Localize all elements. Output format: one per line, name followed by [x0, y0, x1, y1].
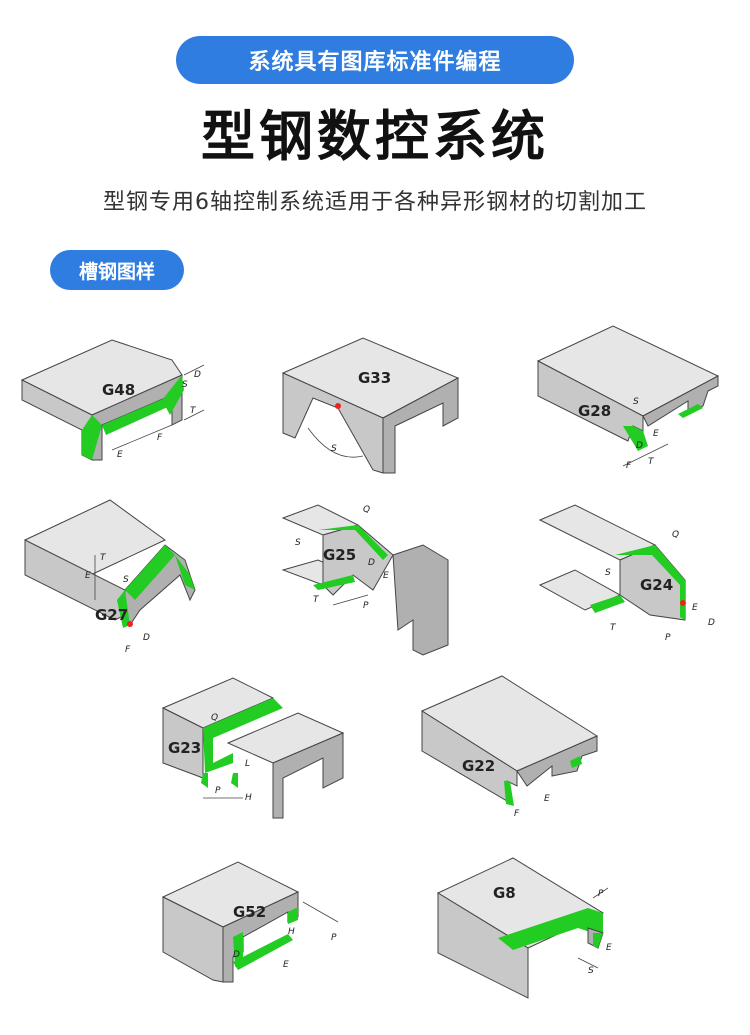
dim-label: S — [605, 568, 611, 578]
dim-label: E — [383, 571, 389, 581]
dim-label: E — [283, 960, 289, 970]
dim-label: P — [598, 889, 604, 899]
figure-g23: G23 Q L P H — [161, 677, 348, 823]
dim-label: P — [363, 601, 369, 611]
page-title: 型钢数控系统 — [201, 105, 549, 168]
dim-label: T — [313, 595, 320, 605]
dim-label: T — [100, 553, 107, 563]
dim-label: Q — [672, 530, 679, 540]
dim-label: Q — [363, 505, 370, 515]
figure-label: G8 — [493, 884, 516, 902]
figure-label: G23 — [168, 739, 201, 757]
dim-label: S — [633, 397, 639, 407]
figure-label: G28 — [578, 402, 611, 420]
dim-label: E — [85, 571, 91, 581]
dim-label: T — [610, 623, 617, 633]
figure-g52: G52 H P D E — [161, 861, 353, 992]
dim-label: S — [588, 966, 594, 976]
dim-label: T — [648, 457, 655, 467]
figure-g28: G28 S D E F T — [536, 325, 728, 481]
figure-label: G25 — [323, 546, 356, 564]
feature-banner: 系统具有图库标准件编程 — [176, 36, 574, 84]
dim-label: E — [653, 429, 659, 439]
dim-label: E — [544, 794, 550, 804]
dim-label: S — [295, 538, 301, 548]
dim-label: D — [636, 441, 643, 451]
figure-label: G48 — [102, 381, 135, 399]
page-subtitle: 型钢专用6轴控制系统适用于各种异形钢材的切割加工 — [103, 190, 647, 215]
figure-label: G52 — [233, 903, 266, 921]
figure-g25: G25 Q S D E T P — [281, 500, 458, 660]
figure-g48: G48 D S T F E — [20, 335, 217, 465]
dim-label: S — [123, 575, 129, 585]
figure-label: G27 — [95, 606, 128, 624]
dim-label: F — [514, 809, 520, 819]
dim-label: T — [190, 406, 197, 416]
dim-label: D — [368, 558, 375, 568]
figure-g22: G22 E F — [420, 675, 602, 826]
figure-g8: G8 P E S — [436, 857, 618, 1003]
dim-label: Q — [211, 713, 218, 723]
dim-label: S — [331, 444, 337, 454]
dim-label: H — [245, 793, 252, 803]
dim-label: D — [708, 618, 715, 628]
dim-label: L — [245, 759, 250, 769]
dim-label: F — [125, 645, 131, 655]
figure-g24: G24 Q S E D T P — [538, 504, 725, 655]
figure-g33: G33 S — [281, 337, 463, 478]
dim-label: E — [117, 450, 123, 460]
dim-label: F — [626, 461, 632, 471]
figure-label: G33 — [358, 369, 391, 387]
figure-g27: G27 T E S D F — [24, 499, 205, 660]
dim-label: D — [233, 950, 240, 960]
dim-label: E — [692, 603, 698, 613]
dim-label: D — [143, 633, 150, 643]
dim-label: D — [194, 370, 201, 380]
dim-label: S — [182, 380, 188, 390]
dim-label: F — [157, 433, 163, 443]
figure-label: G24 — [640, 576, 673, 594]
dim-label: E — [606, 943, 612, 953]
dim-label: P — [215, 786, 221, 796]
section-tag: 槽钢图样 — [50, 250, 184, 290]
dim-label: H — [288, 927, 295, 937]
dim-label: P — [665, 633, 671, 643]
dim-label: P — [331, 933, 337, 943]
figure-label: G22 — [462, 757, 495, 775]
